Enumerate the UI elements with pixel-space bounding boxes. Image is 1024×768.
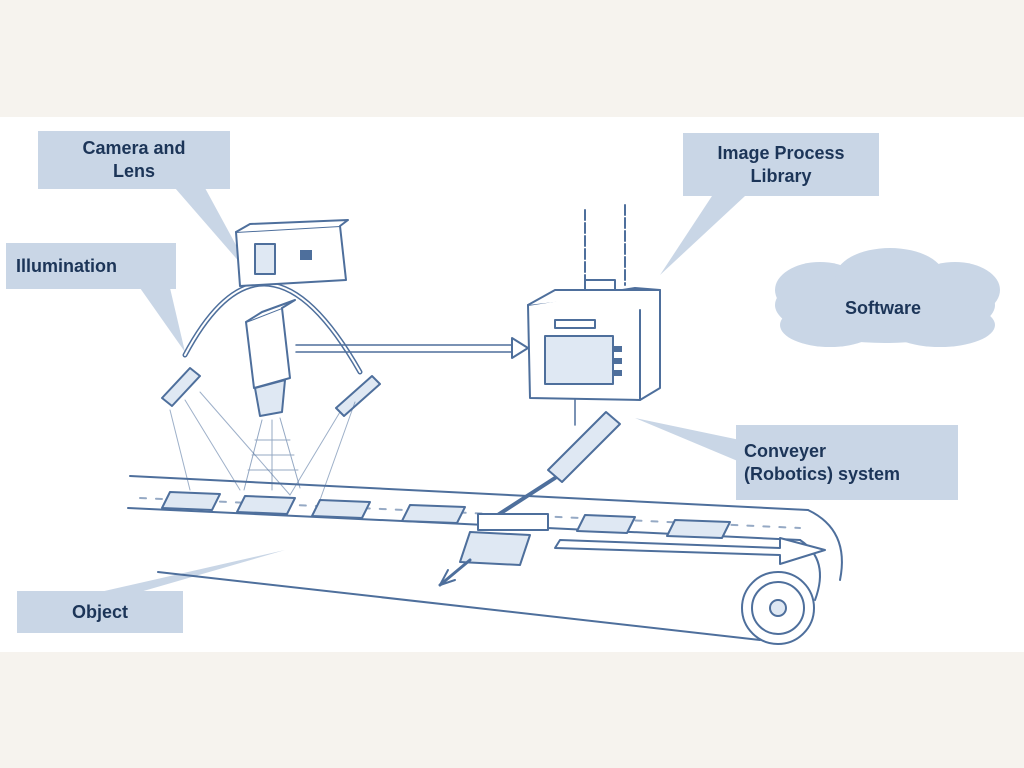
processor-cables <box>584 204 626 286</box>
belt-objects <box>161 491 731 566</box>
camera-controller <box>235 219 349 287</box>
illumination-callout-pointer <box>140 288 185 352</box>
conveyer-system-callout: Conveyer (Robotics) system <box>736 425 958 500</box>
object-callout: Object <box>17 591 183 633</box>
camera-body <box>245 299 296 417</box>
conveyer-callout-pointer <box>635 418 740 462</box>
camera-and-lens-callout: Camera and Lens <box>38 131 230 189</box>
pusher-arm <box>477 399 621 531</box>
processing-computer <box>527 279 661 401</box>
right-lamp <box>335 375 381 417</box>
software-cloud <box>775 248 1000 347</box>
illumination-callout: Illumination <box>6 243 176 289</box>
object-callout-pointer <box>100 550 285 592</box>
left-lamp <box>161 367 201 407</box>
flow-arrows <box>438 537 826 587</box>
lens-beam <box>243 417 301 491</box>
image-process-library-callout: Image Process Library <box>683 133 879 196</box>
camera-callout-pointer <box>175 188 255 280</box>
software-label: Software <box>844 298 922 318</box>
library-callout-pointer <box>660 196 745 275</box>
